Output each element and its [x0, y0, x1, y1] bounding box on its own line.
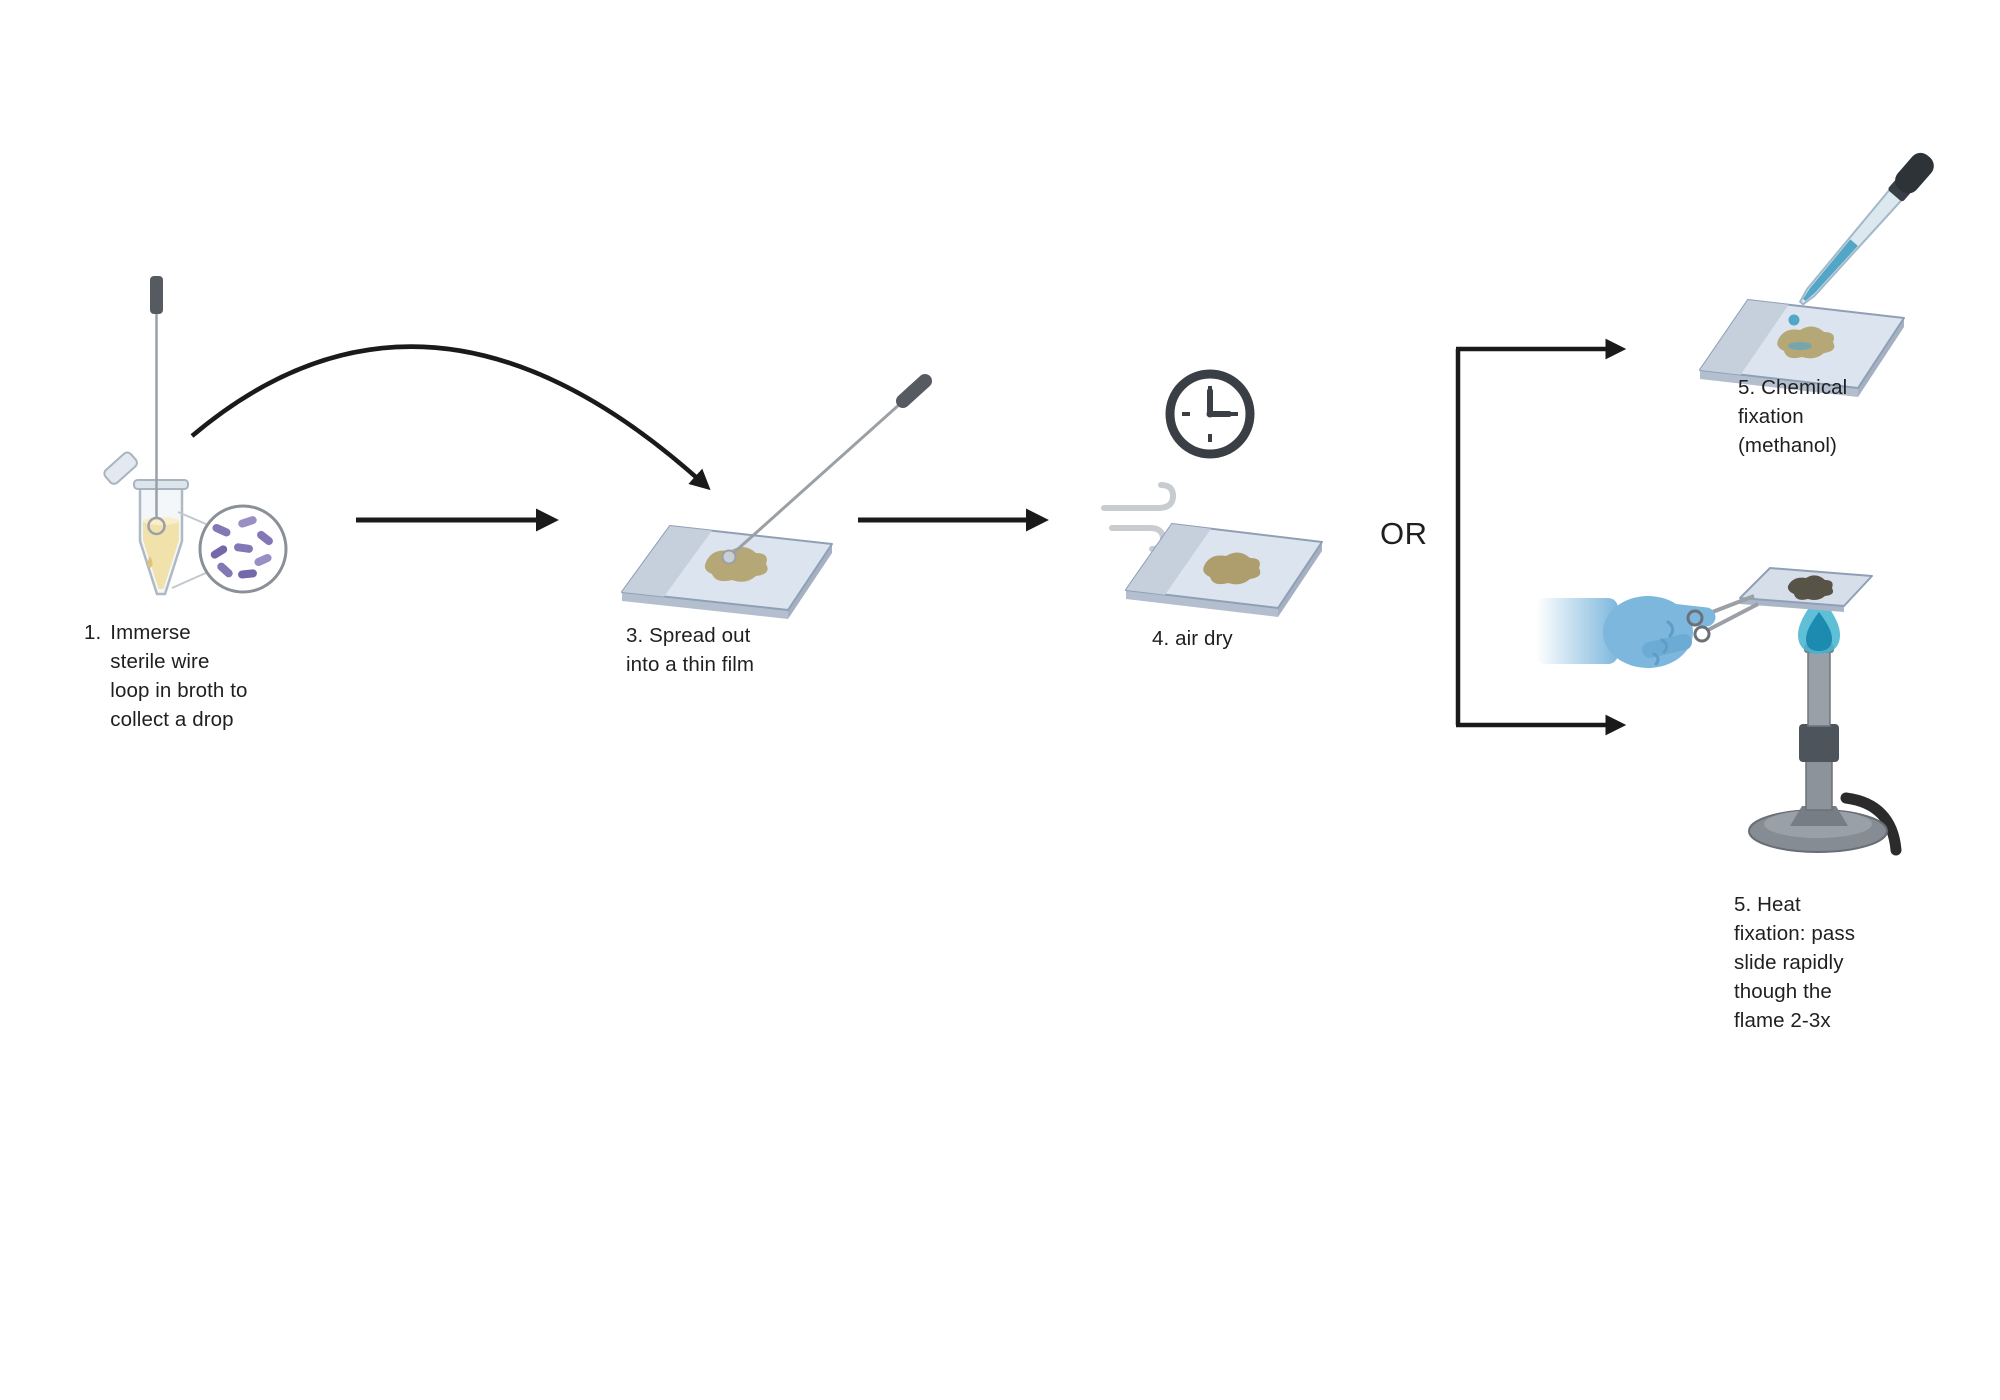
- curved-arrow: [190, 344, 711, 491]
- heat-smear: [1787, 575, 1834, 600]
- methanol-pool: [1788, 342, 1812, 350]
- or-label: OR: [1380, 516, 1428, 551]
- spreading-loop-tip: [721, 549, 737, 565]
- step4-label: 4. air dry: [1152, 627, 1233, 650]
- spreading-handle: [896, 374, 932, 408]
- broth-drop: [147, 556, 153, 568]
- slide-frosted-end: [1126, 524, 1211, 595]
- or-branch-arrows: [1455, 338, 1627, 736]
- dropper-bulb: [1895, 152, 1934, 194]
- inoculation-loop-in-tube-illustration: [103, 276, 189, 596]
- forceps-arm: [1707, 602, 1759, 632]
- dried-smear: [1203, 552, 1261, 585]
- dropper: [1798, 152, 1934, 306]
- step3-label: 3. Spread out into a thin film: [626, 624, 755, 677]
- clock-icon: [1165, 369, 1255, 459]
- chemical-fixation-illustration: [1699, 152, 1934, 397]
- bacteria-rods: [210, 516, 273, 579]
- tube-broth: [143, 521, 179, 589]
- step1-number: 1.: [84, 621, 102, 644]
- burner-stem: [1805, 759, 1833, 811]
- burner-collar: [1799, 724, 1839, 762]
- step1-text: Immerse sterile wire loop in broth to co…: [110, 621, 248, 732]
- glove-finger-creases: [1652, 620, 1675, 666]
- burner-barrel: [1807, 649, 1831, 727]
- forceps-ring: [1686, 609, 1704, 627]
- tube-rim: [133, 479, 189, 490]
- forceps-ring: [1693, 625, 1711, 643]
- slide-spreading-illustration: [621, 374, 932, 619]
- step5-heat-label: 5. Heat fixation: pass slide rapidly tho…: [1734, 893, 1856, 1033]
- slide-airdry-illustration: [1125, 523, 1323, 617]
- falling-drop: [1788, 314, 1800, 326]
- heat-fixation-illustration: [1536, 567, 1902, 856]
- flame-inner: [1806, 612, 1832, 651]
- step1-label: 1. Immerse sterile wire loop in broth to…: [84, 618, 248, 734]
- loop-handle: [150, 276, 163, 314]
- glove-cuff: [1536, 598, 1618, 664]
- bacteria-magnifier: [171, 504, 288, 594]
- smear: [1777, 326, 1835, 359]
- step5-chemical-label: 5. Chemical fixation (methanol): [1738, 376, 1848, 458]
- smear: [704, 546, 768, 582]
- loop-ring: [147, 516, 166, 536]
- spreading-wire: [727, 401, 903, 559]
- dropper-liquid: [1803, 239, 1858, 302]
- dropper-collar: [1888, 179, 1911, 202]
- glove-index-finger: [1652, 602, 1716, 627]
- burner-neck: [1790, 806, 1848, 826]
- slide-frosted-end: [1700, 300, 1789, 375]
- tube-cap: [103, 451, 138, 485]
- gas-hose: [1840, 792, 1902, 856]
- slide-frosted-end: [622, 526, 712, 597]
- slide-thickness: [622, 592, 788, 619]
